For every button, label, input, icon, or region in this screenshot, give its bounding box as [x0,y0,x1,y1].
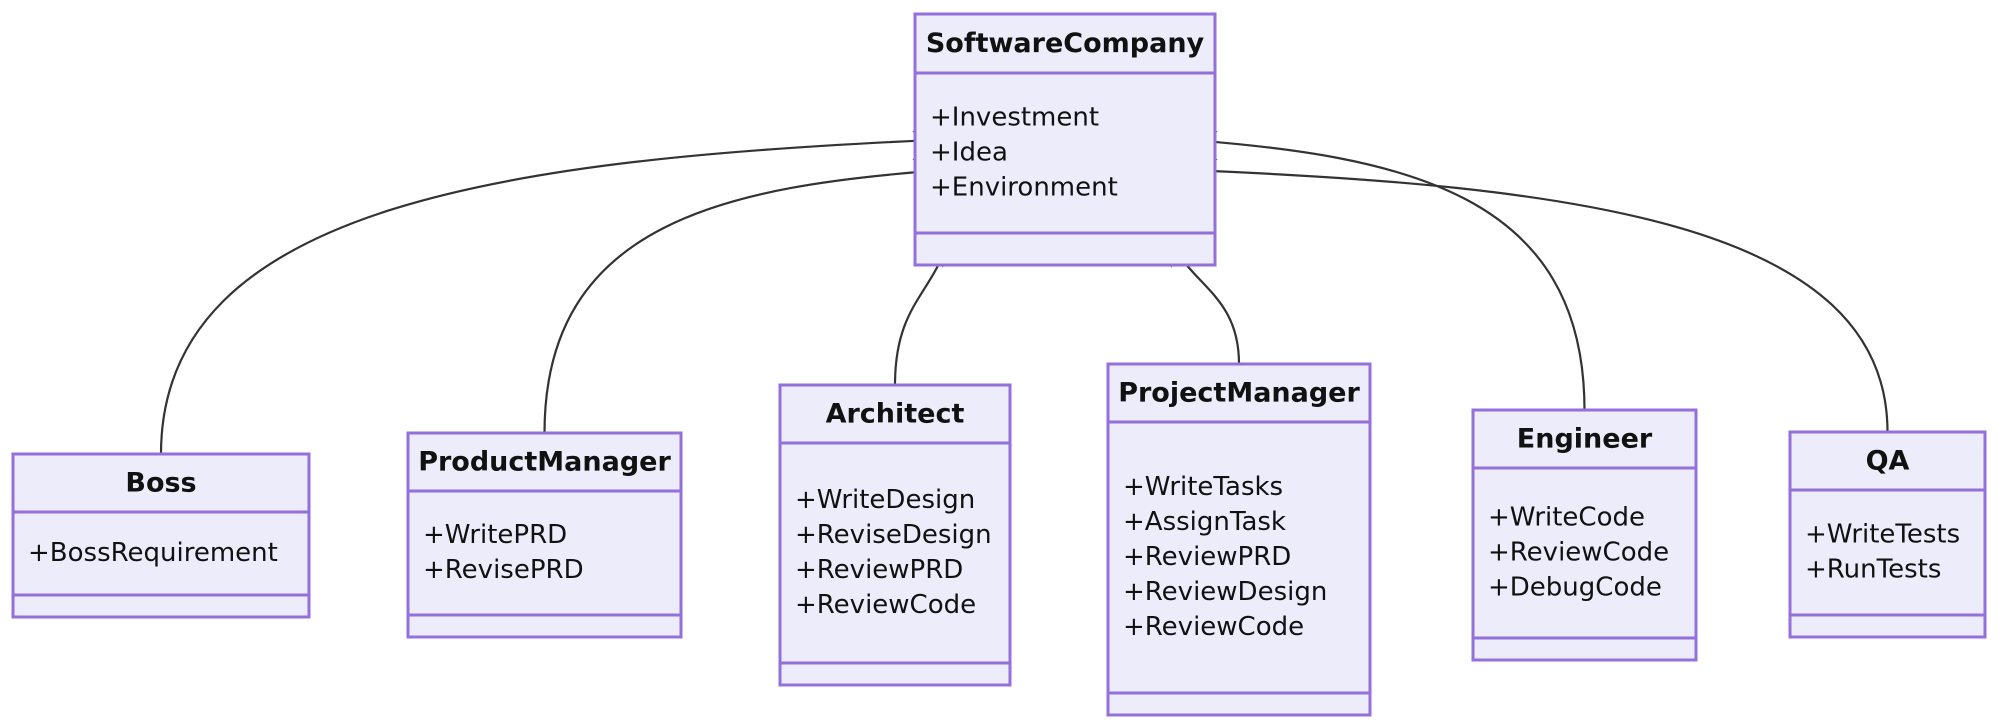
class-attribute: +ReviewCode [1488,538,1669,568]
class-attribute: +ReviseDesign [795,520,992,550]
class-attribute: +AssignTask [1123,507,1286,537]
class-attribute: +DebugCode [1488,573,1662,603]
class-box-outline [1106,362,1372,717]
class-attribute: +Idea [930,138,1008,168]
class-box-outline [1471,408,1698,662]
class-attribute: +ReviewPRD [795,555,963,585]
class-box-qa[interactable]: QA +WriteTests +RunTests [1788,430,1987,639]
class-box-outline [1788,430,1987,639]
class-box-outline [913,12,1217,267]
class-box-architect[interactable]: Architect +WriteDesign +ReviseDesign +Revie… [778,383,1012,687]
class-attribute: +BossRequirement [28,538,278,568]
class-name-label: Architect [826,399,965,430]
class-box-boss[interactable]: Boss +BossRequirement [11,452,311,619]
edge-line [543,168,948,434]
class-box-outline [406,431,683,639]
class-name-label: Boss [125,468,196,499]
class-box-product-manager[interactable]: ProductManager +WritePRD +RevisePRD [406,431,683,639]
class-attribute: +RevisePRD [423,555,584,585]
class-attribute: +WriteTests [1805,520,1960,550]
class-attribute: +ReviewPRD [1123,542,1291,572]
class-name-label: ProjectManager [1118,378,1360,409]
edge-line [159,138,949,455]
class-box-outline [11,452,311,619]
class-attribute: +Investment [930,103,1099,133]
class-attribute: +WriteDesign [795,485,975,515]
class-box-engineer[interactable]: Engineer +WriteCode +ReviewCode +DebugCode [1471,408,1698,662]
class-attribute: +WritePRD [423,520,567,550]
class-name-label: QA [1866,446,1910,477]
class-name-label: Engineer [1517,424,1653,455]
class-name-label: ProductManager [418,447,671,478]
class-attribute: +WriteCode [1488,503,1645,533]
classes-layer: SoftwareCompany +Investment +Idea +Environm… [11,12,1987,717]
class-box-outline [778,383,1012,687]
class-attribute: +WriteTasks [1123,472,1283,502]
edge-line [1181,138,1586,411]
class-box-software-company[interactable]: SoftwareCompany +Investment +Idea +Environm… [913,12,1217,267]
class-name-label: SoftwareCompany [926,28,1205,59]
class-attribute: +Environment [930,173,1118,203]
class-attribute: +ReviewCode [1123,612,1304,642]
class-attribute: +RunTests [1805,555,1941,585]
edge-line [1182,168,1889,433]
class-attribute: +ReviewCode [795,590,976,620]
class-box-project-manager[interactable]: ProjectManager +WriteTasks +AssignTask +Rev… [1106,362,1372,717]
class-attribute: +ReviewDesign [1123,577,1327,607]
